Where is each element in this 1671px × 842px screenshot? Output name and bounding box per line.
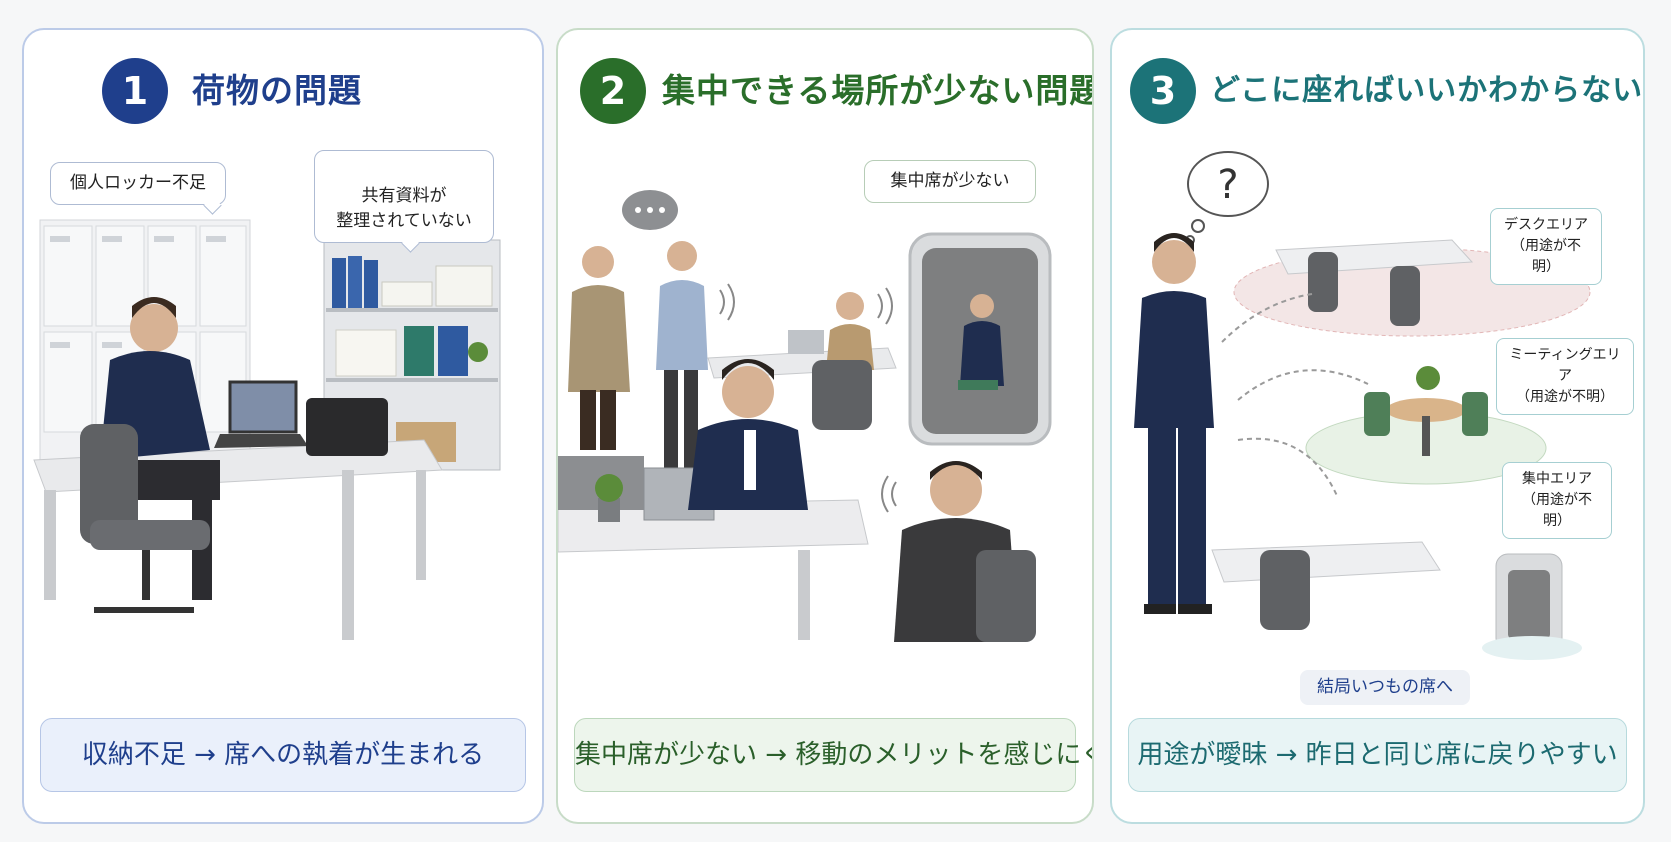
summary-box: 用途が曖昧 → 昨日と同じ席に戻りやすい bbox=[1128, 718, 1627, 792]
panel-number-badge: 2 bbox=[580, 58, 646, 124]
sound-wave-icon bbox=[719, 283, 897, 513]
callout-text: 共有資料が 整理されていない bbox=[336, 186, 472, 231]
panel-title: どこに座ればいいかわからない問題 bbox=[1210, 73, 1644, 108]
panel-header: 1 荷物の問題 bbox=[24, 58, 542, 124]
callout-locker-shortage: 個人ロッカー不足 bbox=[50, 162, 226, 205]
zone-tag-sub: （用途が不明） bbox=[1516, 389, 1614, 405]
zone-tag-focus: 集中エリア （用途が不明） bbox=[1502, 462, 1612, 539]
panel-header: 2 集中できる場所が少ない問題 bbox=[558, 58, 1094, 124]
note-usual-seat: 結局いつもの席へ bbox=[1300, 670, 1470, 705]
focused-worker bbox=[688, 359, 808, 510]
zone-tag-sub: （用途が不明） bbox=[1511, 238, 1581, 275]
panel-number-badge: 3 bbox=[1130, 58, 1196, 124]
confused-person bbox=[1134, 233, 1214, 614]
panel-luggage: 1 荷物の問題 bbox=[22, 28, 544, 824]
desk bbox=[558, 456, 869, 640]
question-thought-icon: ? bbox=[1185, 151, 1269, 245]
panel-title: 集中できる場所が少ない問題 bbox=[662, 71, 1094, 110]
office-illustration: ? bbox=[1134, 151, 1591, 660]
phone-booth bbox=[908, 232, 1052, 446]
chat-icon bbox=[622, 190, 678, 230]
callout-few-focus-seats: 集中席が少ない bbox=[864, 160, 1036, 203]
bookshelf bbox=[323, 239, 501, 471]
panel-number-badge: 1 bbox=[102, 58, 168, 124]
summary-box: 集中席が少ない → 移動のメリットを感じにくい bbox=[574, 718, 1092, 792]
svg-text:?: ? bbox=[1217, 162, 1238, 208]
callout-shared-materials: 共有資料が 整理されていない bbox=[314, 150, 494, 243]
office-chair bbox=[80, 424, 210, 613]
panel-focus-space: 2 集中できる場所が少ない問題 bbox=[556, 28, 1094, 824]
panel-title: 荷物の問題 bbox=[192, 71, 362, 110]
zone-tag-name: 集中エリア bbox=[1522, 471, 1592, 487]
zone-tag-name: デスクエリア bbox=[1504, 217, 1588, 233]
panel-header: 3 どこに座ればいいかわからない問題 bbox=[1112, 58, 1644, 124]
callout-text: 個人ロッカー不足 bbox=[70, 173, 206, 193]
zone-tag-name: ミーティングエリア bbox=[1509, 347, 1621, 384]
zone-tag-desk: デスクエリア （用途が不明） bbox=[1490, 208, 1602, 285]
office-illustration bbox=[558, 190, 1052, 642]
talking-people bbox=[568, 241, 708, 470]
callout-text: 集中席が少ない bbox=[890, 171, 1010, 191]
summary-box: 収納不足 → 席への執着が生まれる bbox=[40, 718, 526, 792]
direction-arrows bbox=[1221, 293, 1369, 499]
office-illustration bbox=[33, 219, 501, 640]
zone-tag-meeting: ミーティングエリア （用途が不明） bbox=[1496, 338, 1634, 415]
worker-back-view bbox=[894, 461, 1036, 642]
panel-seat-confusion: 3 どこに座ればいいかわからない問題 ? bbox=[1110, 28, 1645, 824]
zone-tag-sub: （用途が不明） bbox=[1522, 492, 1592, 529]
